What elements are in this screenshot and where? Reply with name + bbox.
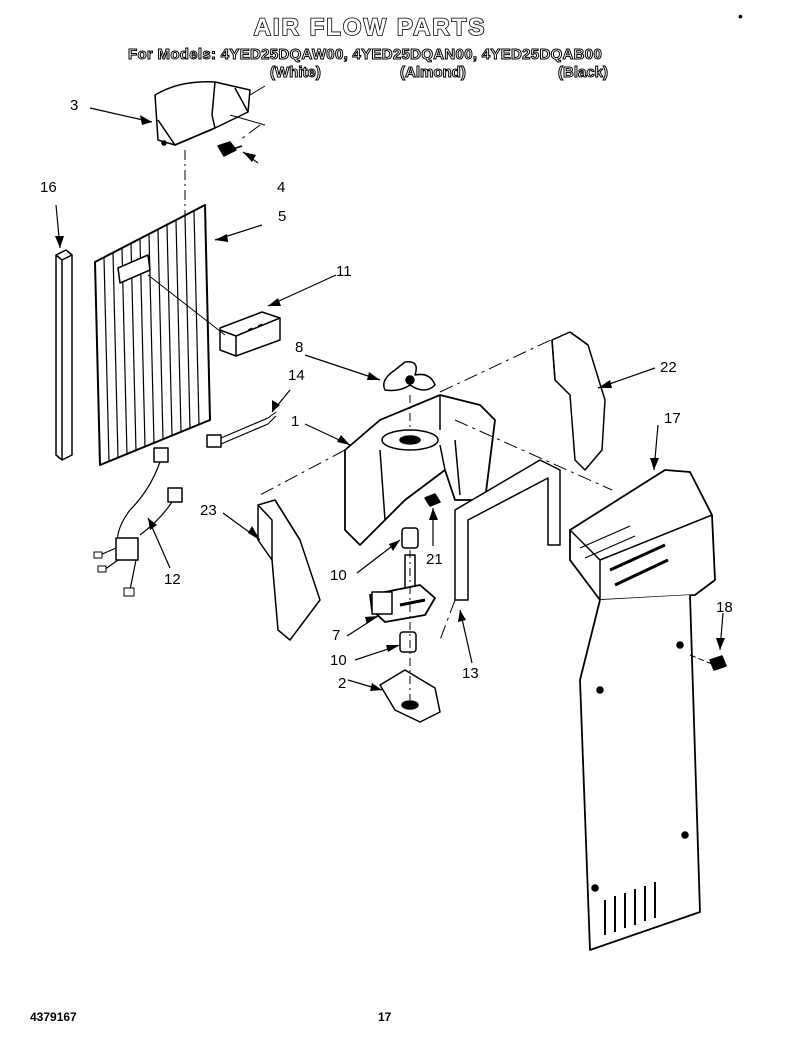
part-evaporator-grille bbox=[94, 204, 211, 466]
variant-white: (White) bbox=[270, 64, 322, 82]
callout-14: 14 bbox=[288, 367, 305, 384]
part-wire-harness bbox=[93, 447, 183, 597]
callout-7: 7 bbox=[332, 627, 340, 644]
page-title: AIR FLOW PARTS bbox=[253, 13, 487, 42]
part-side-panel-22 bbox=[551, 331, 606, 471]
callout-13: 13 bbox=[462, 665, 479, 682]
document-number: 4379167 bbox=[30, 1010, 77, 1024]
callout-21: 21 bbox=[426, 551, 443, 568]
part-fan-blade bbox=[383, 361, 436, 430]
part-thermistor bbox=[206, 411, 277, 448]
callout-11: 11 bbox=[336, 263, 352, 280]
callout-8: 8 bbox=[295, 339, 303, 356]
variant-black: (Black) bbox=[557, 64, 609, 82]
part-air-duct bbox=[569, 469, 716, 951]
models-line: For Models: 4YED25DQAW00, 4YED25DQAN00, … bbox=[127, 46, 603, 64]
part-duct-cover bbox=[154, 81, 266, 215]
callout-17: 17 bbox=[664, 410, 681, 427]
callout-4: 4 bbox=[277, 179, 285, 196]
part-bracket bbox=[147, 274, 281, 357]
part-gasket-frame bbox=[454, 459, 561, 601]
part-screw-18 bbox=[689, 654, 727, 671]
callout-23: 23 bbox=[200, 502, 217, 519]
callout-10-upper: 10 bbox=[330, 567, 347, 584]
corner-mark: • bbox=[738, 8, 743, 24]
page-number: 17 bbox=[378, 1010, 392, 1024]
part-fan-shroud bbox=[344, 394, 496, 546]
callout-12: 12 bbox=[164, 571, 181, 588]
callout-18: 18 bbox=[716, 599, 733, 616]
callout-3: 3 bbox=[70, 97, 78, 114]
part-side-panel-23 bbox=[257, 499, 321, 641]
callout-16: 16 bbox=[40, 179, 57, 196]
part-motor-stack bbox=[369, 493, 441, 723]
part-screw-4 bbox=[217, 141, 243, 157]
variant-almond: (Almond) bbox=[400, 64, 467, 82]
callout-2: 2 bbox=[338, 675, 346, 692]
callout-5: 5 bbox=[278, 208, 286, 225]
callout-22: 22 bbox=[660, 359, 677, 376]
callout-10-lower: 10 bbox=[330, 652, 347, 669]
callout-1: 1 bbox=[291, 413, 299, 430]
part-gasket-strip bbox=[55, 249, 73, 461]
